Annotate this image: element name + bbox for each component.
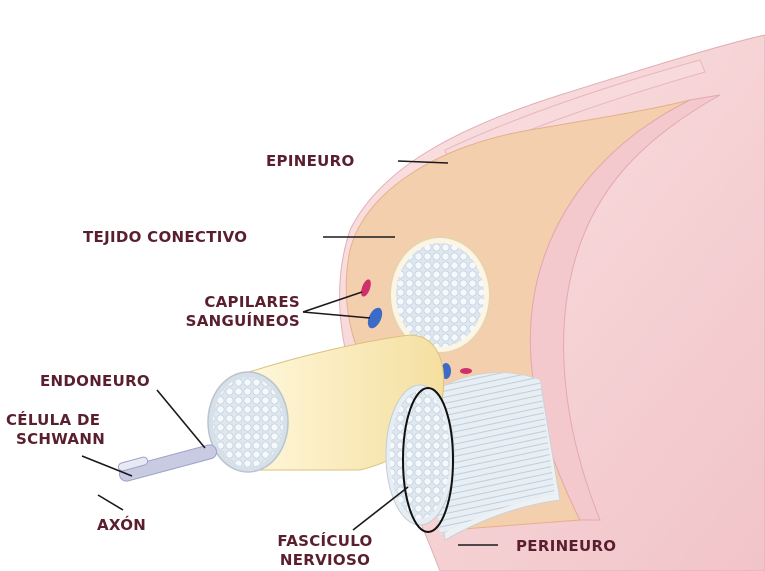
- label-fasciculo-nervioso: FASCÍCULO NERVIOSO: [250, 532, 400, 570]
- label-endoneuro: ENDONEURO: [40, 372, 150, 391]
- capillary-red: [460, 368, 472, 374]
- label-epineuro: EPINEURO: [266, 152, 355, 171]
- embedded-fascicle-fibers: [396, 243, 484, 347]
- label-celula-line2: SCHWANN: [6, 430, 105, 449]
- label-capilares-line1: CAPILARES: [130, 293, 300, 312]
- leader-endoneuro: [157, 390, 205, 448]
- label-fasciculo-line2: NERVIOSO: [250, 551, 400, 570]
- label-celula-line1: CÉLULA DE: [6, 411, 105, 430]
- label-capilares-sanguineos: CAPILARES SANGUÍNEOS: [130, 293, 300, 331]
- label-axon: AXÓN: [97, 516, 146, 535]
- label-capilares-line2: SANGUÍNEOS: [130, 312, 300, 331]
- fascicle-end-fibers: [213, 377, 283, 467]
- label-tejido-conectivo: TEJIDO CONECTIVO: [83, 228, 247, 247]
- fascicle-cross-fibers: [390, 391, 450, 519]
- label-fasciculo-line1: FASCÍCULO: [250, 532, 400, 551]
- label-perineuro: PERINEURO: [516, 537, 616, 556]
- leader-axon: [98, 495, 123, 510]
- label-celula-schwann: CÉLULA DE SCHWANN: [6, 411, 105, 449]
